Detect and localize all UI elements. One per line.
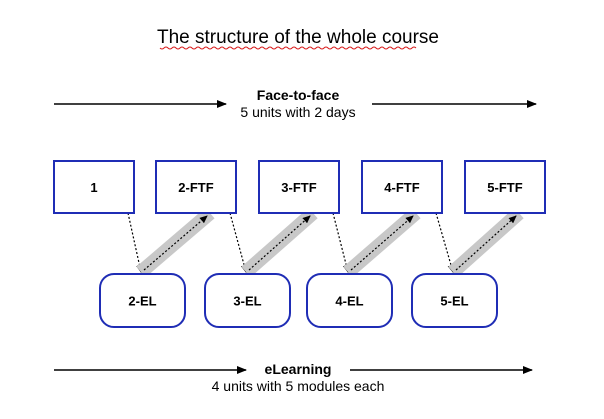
ftf-unit-label: 5-FTF (487, 180, 522, 195)
el-unit-row: 2-EL 3-EL 4-EL 5-EL (99, 273, 498, 328)
ftf-unit-box: 1 (53, 160, 135, 214)
el-subtitle: 4 units with 5 modules each (212, 378, 385, 394)
ftf-unit-frame (258, 160, 340, 214)
ftf-unit-label: 2-FTF (178, 180, 213, 195)
ftf-heading: Face-to-face (257, 87, 340, 103)
ftf-unit-label: 3-FTF (281, 180, 316, 195)
spellcheck-underline (159, 46, 417, 50)
ftf-unit-box: 4-FTF (361, 160, 443, 214)
ftf-unit-frame (155, 160, 237, 214)
ftf-unit-label: 4-FTF (384, 180, 419, 195)
down-connector-arrow (229, 212, 248, 273)
el-unit-label: 4-EL (335, 294, 363, 309)
el-heading: eLearning (265, 361, 332, 377)
down-connector-arrow (332, 212, 350, 273)
el-unit-box: 2-EL (99, 273, 186, 328)
el-unit-box: 3-EL (204, 273, 291, 328)
connector-layer (127, 207, 524, 278)
ftf-unit-frame (53, 160, 135, 214)
up-connector-arrow (350, 215, 414, 271)
diagram-title: The structure of the whole course (157, 27, 439, 48)
el-unit-box: 4-EL (306, 273, 393, 328)
el-unit-frame (306, 273, 393, 328)
el-unit-frame (204, 273, 291, 328)
ftf-unit-box: 5-FTF (464, 160, 546, 214)
el-unit-frame (99, 273, 186, 328)
up-connector-arrow (143, 215, 208, 271)
el-unit-label: 3-EL (233, 294, 261, 309)
ftf-unit-box: 2-FTF (155, 160, 237, 214)
ftf-unit-frame (464, 160, 546, 214)
ftf-unit-label: 1 (90, 180, 97, 195)
ftf-unit-box: 3-FTF (258, 160, 340, 214)
el-unit-box: 5-EL (411, 273, 498, 328)
el-unit-frame (411, 273, 498, 328)
el-unit-label: 2-EL (128, 294, 156, 309)
down-connector-arrow (435, 212, 455, 273)
el-unit-label: 5-EL (440, 294, 468, 309)
ftf-unit-row: 1 2-FTF 3-FTF 4-FTF 5-FTF (53, 160, 546, 214)
down-connector-arrow (127, 212, 143, 273)
up-connector-arrow (455, 215, 517, 271)
up-connector-arrow (248, 215, 311, 271)
ftf-unit-frame (361, 160, 443, 214)
ftf-subtitle: 5 units with 2 days (240, 104, 355, 120)
